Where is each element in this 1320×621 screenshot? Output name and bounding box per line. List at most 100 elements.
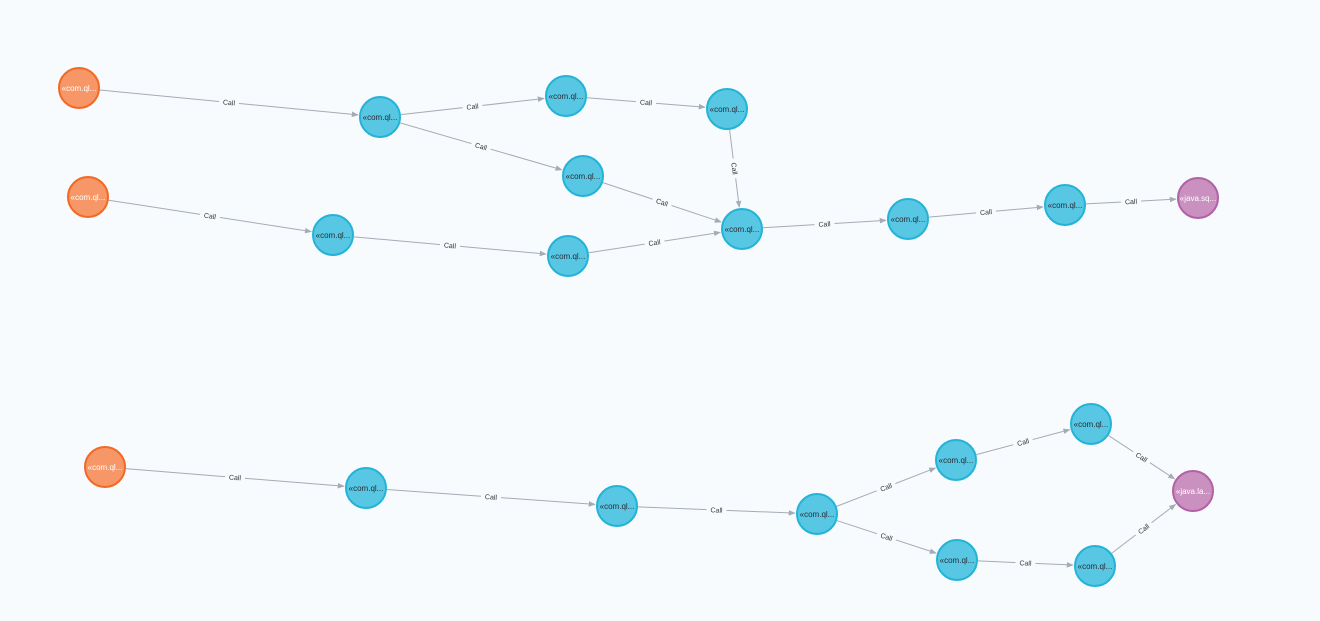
edge-call[interactable]: Call	[586, 96, 706, 110]
edge-label-group: Call	[814, 218, 835, 229]
nodes-layer: «com.ql... «com.ql... «com.ql... «com.ql...…	[58, 67, 1219, 587]
node-internal[interactable]: «com.ql...	[935, 439, 977, 481]
edge-call[interactable]: Call	[729, 129, 742, 208]
node-internal[interactable]: «com.ql...	[547, 235, 589, 277]
edge-call[interactable]: Call	[99, 89, 359, 118]
edge-label-background	[199, 209, 221, 222]
node-circle[interactable]	[706, 88, 748, 130]
edge-label-group: Call	[224, 471, 246, 483]
edge-label-background	[1132, 518, 1154, 539]
edge-call[interactable]: Call	[976, 428, 1071, 456]
node-library[interactable]: «java.sq...	[1177, 177, 1219, 219]
node-internal[interactable]: «com.ql...	[562, 155, 604, 197]
edge-label-group: Call	[462, 100, 483, 112]
edge-label: Call	[1125, 199, 1138, 207]
node-circle[interactable]	[547, 235, 589, 277]
edge-label-background	[874, 478, 897, 495]
edge-call[interactable]: Call	[836, 520, 937, 554]
edge-label: Call	[485, 494, 498, 502]
node-circle[interactable]	[1074, 545, 1116, 587]
edge-call[interactable]: Call	[1111, 503, 1177, 554]
edge-call[interactable]: Call	[400, 96, 545, 116]
node-internal[interactable]: «com.ql...	[1074, 545, 1116, 587]
edge-call[interactable]: Call	[836, 467, 937, 507]
node-circle[interactable]	[1070, 403, 1112, 445]
node-circle[interactable]	[359, 96, 401, 138]
node-internal[interactable]: «com.ql...	[345, 467, 387, 509]
edge-label-group: Call	[199, 209, 221, 222]
node-internal[interactable]: «com.ql...	[1070, 403, 1112, 445]
node-circle[interactable]	[936, 539, 978, 581]
node-circle[interactable]	[545, 75, 587, 117]
node-circle[interactable]	[935, 439, 977, 481]
node-circle[interactable]	[1177, 177, 1219, 219]
edge-label-group: Call	[729, 157, 741, 179]
edge-label: Call	[648, 239, 661, 248]
node-circle[interactable]	[312, 214, 354, 256]
edge-label: Call	[879, 533, 893, 544]
edge-label: Call	[729, 162, 737, 175]
edge-label-background	[480, 491, 502, 502]
edge-label-background	[706, 504, 727, 515]
edge-label-group: Call	[1012, 434, 1034, 449]
edge-label-background	[643, 236, 666, 249]
node-entry[interactable]: «com.ql...	[58, 67, 100, 109]
edge-label-background	[729, 157, 741, 179]
edge-label-background	[224, 471, 246, 483]
node-circle[interactable]	[562, 155, 604, 197]
edge-label-background	[1131, 447, 1153, 467]
edge-call[interactable]: Call	[977, 557, 1074, 568]
node-circle[interactable]	[796, 493, 838, 535]
edge-label-group: Call	[706, 504, 727, 515]
node-internal[interactable]: «com.ql...	[312, 214, 354, 256]
node-circle[interactable]	[596, 485, 638, 527]
node-circle[interactable]	[345, 467, 387, 509]
node-circle[interactable]	[1172, 470, 1214, 512]
node-internal[interactable]: «com.ql...	[936, 539, 978, 581]
edge-label: Call	[203, 213, 216, 222]
node-internal[interactable]: «com.ql...	[545, 75, 587, 117]
edge-call[interactable]: Call	[1108, 435, 1176, 480]
node-internal[interactable]: «com.ql...	[359, 96, 401, 138]
edge-call[interactable]: Call	[125, 468, 345, 489]
edge-call[interactable]: Call	[353, 236, 547, 257]
node-library[interactable]: «java.la...	[1172, 470, 1214, 512]
edge-call[interactable]: Call	[588, 230, 721, 254]
edge-call[interactable]: Call	[928, 204, 1044, 218]
edge-call[interactable]: Call	[602, 182, 722, 223]
edge-label-background	[975, 206, 997, 217]
edge-label-group: Call	[1131, 447, 1153, 467]
node-internal[interactable]: «com.ql...	[887, 198, 929, 240]
node-entry[interactable]: «com.ql...	[84, 446, 126, 488]
edge-label: Call	[655, 198, 669, 209]
edge-call[interactable]: Call	[400, 122, 563, 171]
node-internal[interactable]: «com.ql...	[596, 485, 638, 527]
node-circle[interactable]	[887, 198, 929, 240]
edge-call[interactable]: Call	[637, 504, 796, 516]
edge-call[interactable]: Call	[762, 217, 887, 229]
node-circle[interactable]	[1044, 184, 1086, 226]
edge-label-background	[470, 138, 493, 153]
edge-label: Call	[880, 483, 894, 494]
edge-label-group: Call	[875, 528, 898, 544]
edge-label: Call	[1017, 438, 1031, 448]
edge-label: Call	[640, 99, 653, 107]
edge-label-group: Call	[218, 96, 240, 108]
edge-label-group: Call	[975, 206, 997, 217]
node-internal[interactable]: «com.ql...	[1044, 184, 1086, 226]
node-internal[interactable]: «com.ql...	[706, 88, 748, 130]
edge-call[interactable]: Call	[108, 199, 312, 234]
node-internal[interactable]: «com.ql...	[721, 208, 763, 250]
node-circle[interactable]	[84, 446, 126, 488]
node-circle[interactable]	[67, 176, 109, 218]
node-internal[interactable]: «com.ql...	[796, 493, 838, 535]
edge-label-background	[462, 100, 483, 112]
edge-call[interactable]: Call	[1085, 196, 1177, 207]
edge-label: Call	[229, 474, 242, 482]
edge-label: Call	[474, 142, 488, 152]
node-entry[interactable]: «com.ql...	[67, 176, 109, 218]
node-circle[interactable]	[58, 67, 100, 109]
edge-call[interactable]: Call	[386, 489, 596, 507]
node-circle[interactable]	[721, 208, 763, 250]
